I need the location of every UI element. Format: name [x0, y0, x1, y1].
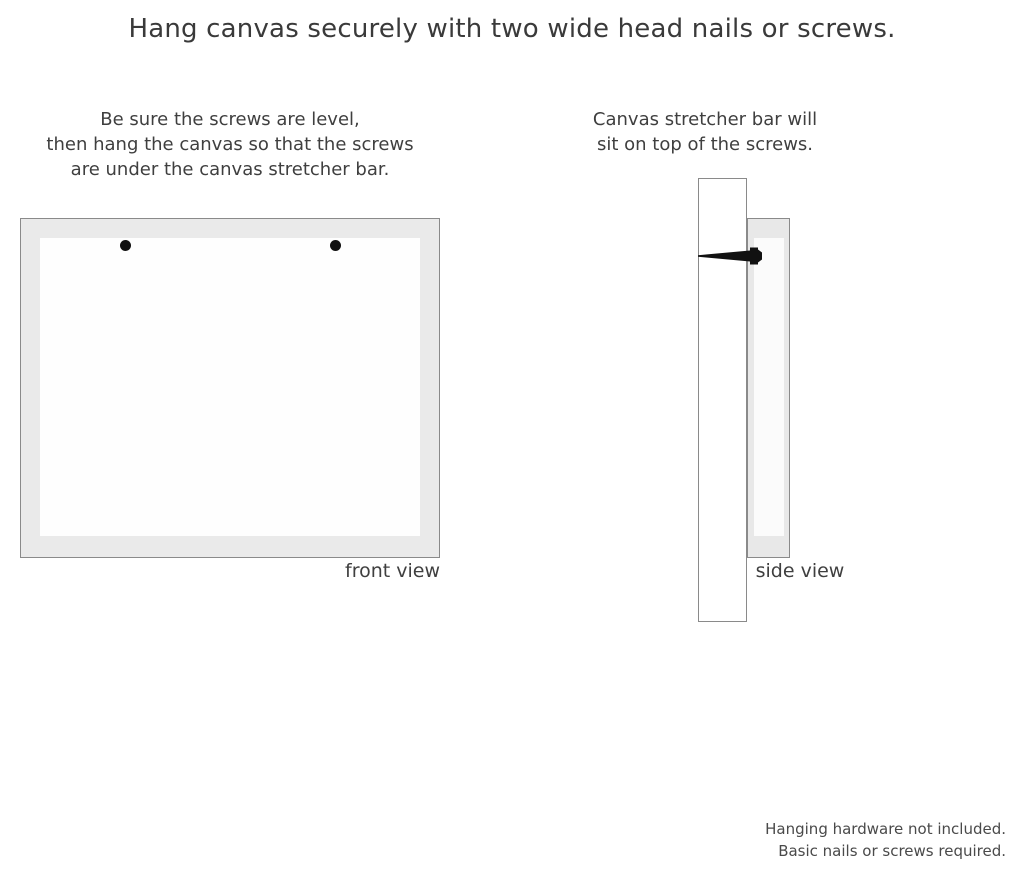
stretcher-bar-profile-face — [754, 238, 784, 536]
side-view-label: side view — [755, 560, 845, 582]
front-caption-line-3: are under the canvas stretcher bar. — [70, 159, 390, 180]
side-caption-line-1: Canvas stretcher bar will — [592, 109, 818, 130]
side-view-caption: Canvas stretcher bar will sit on top of … — [575, 107, 835, 157]
front-view-canvas-diagram — [20, 218, 440, 558]
front-view-caption: Be sure the screws are level, then hang … — [10, 107, 450, 182]
front-view-canvas-face — [40, 238, 420, 536]
stretcher-bar-profile-shape — [747, 218, 790, 558]
footer-line-2: Basic nails or screws required. — [778, 842, 1006, 860]
page-title: Hang canvas securely with two wide head … — [128, 14, 896, 44]
front-caption-line-2: then hang the canvas so that the screws — [46, 134, 414, 155]
side-caption-line-2: sit on top of the screws. — [596, 134, 814, 155]
front-caption-line-1: Be sure the screws are level, — [100, 109, 360, 130]
footer-disclaimer: Hanging hardware not included. Basic nai… — [765, 818, 1006, 862]
footer-line-1: Hanging hardware not included. — [765, 820, 1006, 838]
screw-head-dot-left-icon — [120, 240, 131, 251]
screw-head-dot-right-icon — [330, 240, 341, 251]
screw-side-icon — [698, 247, 762, 265]
front-view-label: front view — [345, 560, 440, 582]
